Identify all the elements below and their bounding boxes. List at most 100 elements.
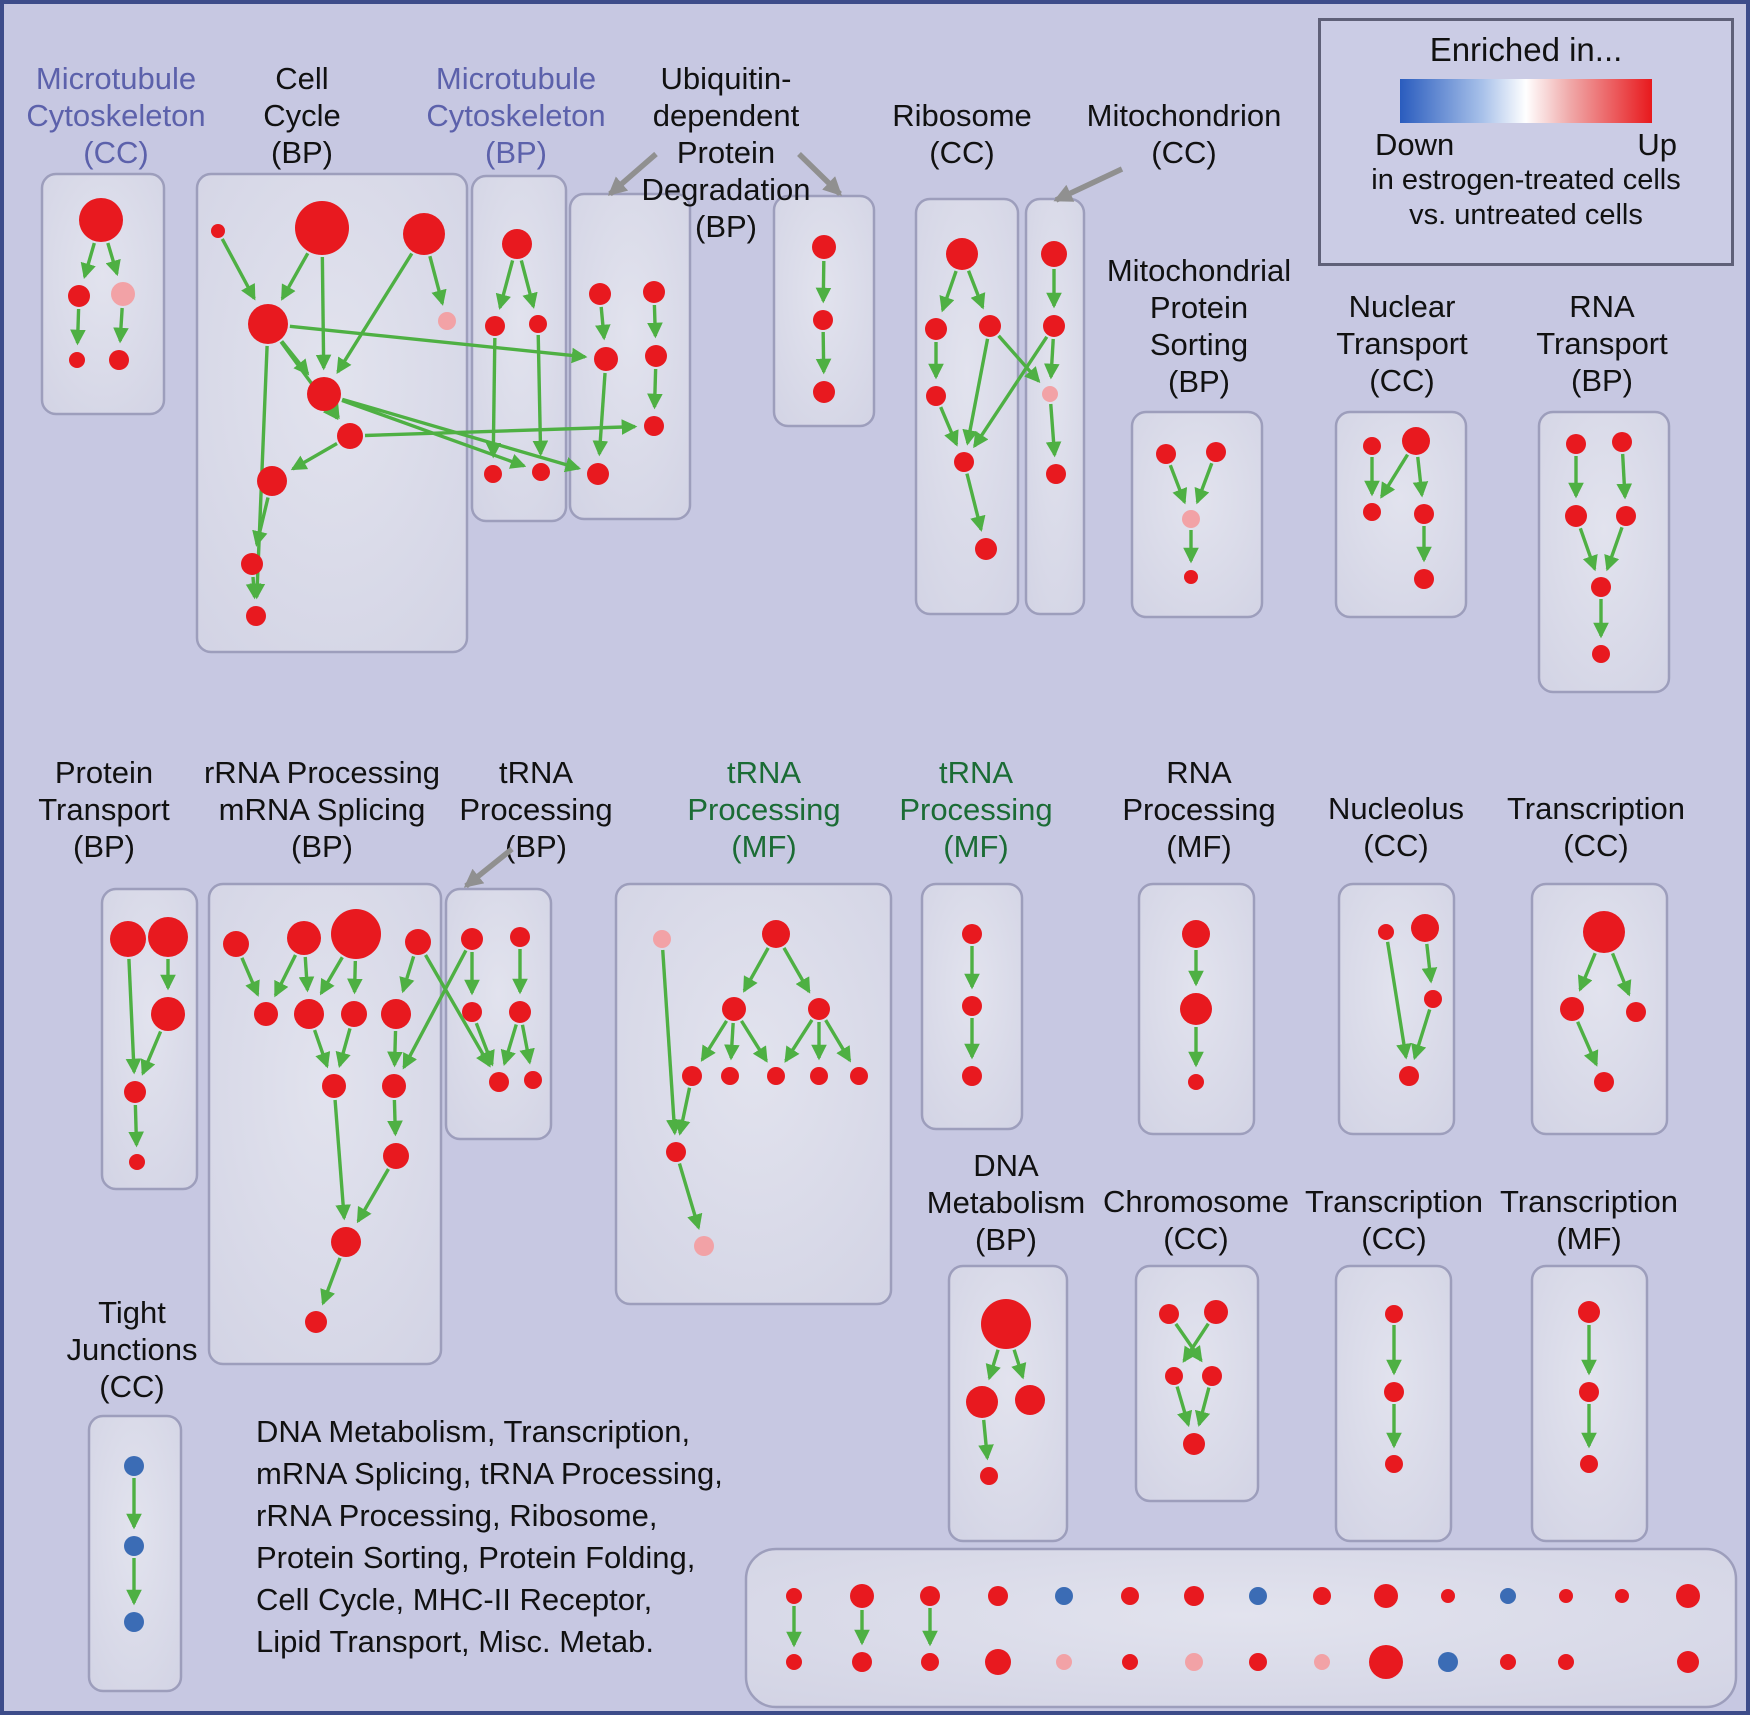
edge-arrow [387, 1099, 403, 1137]
legend-up-label: Up [1637, 127, 1677, 162]
edge-arrow [1168, 464, 1188, 505]
misc-strip-node [1185, 1653, 1203, 1671]
misc-strip-node [1249, 1587, 1267, 1605]
mitochondrion-node [1043, 315, 1065, 337]
edge-arrow [319, 956, 344, 996]
chromosome-node [1183, 1433, 1205, 1455]
rrna-mrna-node [383, 1143, 409, 1169]
chromosome-label: Chromosome(CC) [1103, 1184, 1289, 1256]
misc-strip-node [1559, 1589, 1573, 1603]
misc-strip-node [1500, 1654, 1516, 1670]
misc-strip-node [1677, 1651, 1699, 1673]
edge-arrow [1576, 1021, 1599, 1067]
edge-arrow [595, 306, 611, 341]
transcription-cc-1-node [1583, 911, 1625, 953]
edge-arrow [402, 949, 468, 1070]
misc-strip-node [1441, 1589, 1455, 1603]
edge-arrow [500, 1023, 518, 1067]
rna-transport-node [1591, 577, 1611, 597]
ribosome-label: Ribosome(CC) [892, 98, 1032, 170]
chromosome-node [1204, 1300, 1228, 1324]
mitochondrion-node [1041, 241, 1067, 267]
edge-arrow [1578, 527, 1598, 572]
rna-mf-node [1188, 1074, 1204, 1090]
trna-mf-1-node [653, 930, 671, 948]
edge-arrow [782, 947, 811, 994]
rrna-mrna-node [294, 999, 324, 1029]
edge-arrow [1616, 453, 1633, 500]
rrna-mrna-node [322, 1074, 346, 1098]
edge-arrow [70, 308, 86, 346]
edge-arrow [997, 334, 1041, 384]
transcription-cc-1-node [1560, 997, 1584, 1021]
edge-arrow [742, 947, 770, 993]
misc-strip-node [1055, 1587, 1073, 1605]
transcription-mf-label: Transcription(MF) [1500, 1184, 1678, 1256]
trna-mf-1-node [762, 920, 790, 948]
transcription-cc-1-node [1594, 1072, 1614, 1092]
nucleolus-label: Nucleolus(CC) [1328, 791, 1464, 863]
edge-arrow [128, 1104, 144, 1148]
cell-cycle-node [307, 377, 341, 411]
cell-cycle-node [257, 466, 287, 496]
transcription-mf-box [1530, 1264, 1649, 1543]
mitochondrion-label: Mitochondrion(CC) [1087, 98, 1282, 170]
nucleolus-node [1378, 924, 1394, 940]
rrna-mrna-node [382, 1074, 406, 1098]
edge-arrow [966, 270, 986, 310]
edge-arrow [125, 958, 142, 1075]
edge-arrow [428, 255, 447, 306]
microtubule-bp-node [485, 316, 505, 336]
edge-arrow [220, 238, 256, 301]
rna-transport-box [1537, 410, 1671, 694]
transcription-cc-2-node [1385, 1305, 1403, 1323]
transcription-mf-node [1578, 1301, 1600, 1323]
edge-arrow [273, 954, 298, 998]
protein-transport-node [148, 917, 188, 957]
cell-cycle-node [337, 423, 363, 449]
transcription-cc-1-box [1530, 882, 1669, 1136]
rna-mf-node [1182, 920, 1210, 948]
trna-mf-2-node [962, 996, 982, 1016]
cell-cycle-node [211, 224, 225, 238]
cell-cycle-node [438, 312, 456, 330]
trna-mf-1-node [850, 1067, 868, 1085]
trna-mf-1-node [694, 1236, 714, 1256]
ubiq-deg-node [594, 347, 618, 371]
mitochondrion-node [1042, 386, 1058, 402]
protein-transport-node [110, 921, 146, 957]
edge-arrow [298, 956, 315, 993]
trna-mf-2-node [962, 924, 982, 944]
legend-gradient-bar [1400, 79, 1652, 123]
edge-arrow [240, 957, 260, 997]
ribosome-node [954, 452, 974, 472]
nuclear-transport-node [1414, 569, 1434, 589]
microtubule-cc-node [79, 198, 123, 242]
cell-cycle-node [241, 553, 263, 575]
edge-arrow [532, 334, 549, 457]
microtubule-bp-node [502, 229, 532, 259]
misc-strip-node [920, 1586, 940, 1606]
edge-arrow [677, 1163, 703, 1231]
edge-arrow [1175, 1386, 1193, 1428]
misc-strip-node [1438, 1652, 1458, 1672]
edge-arrow [290, 442, 338, 471]
transcription-mf-node [1580, 1455, 1598, 1473]
transcription-cc-1-label: Transcription(CC) [1507, 791, 1685, 863]
edge-arrow [962, 338, 990, 446]
edge-arrow [335, 1027, 352, 1069]
protein-transport-node [151, 997, 185, 1031]
nuclear-transport-node [1363, 437, 1381, 455]
trna-bp-node [510, 927, 530, 947]
edge-arrow [399, 955, 416, 994]
microtubule-cc-node [111, 282, 135, 306]
